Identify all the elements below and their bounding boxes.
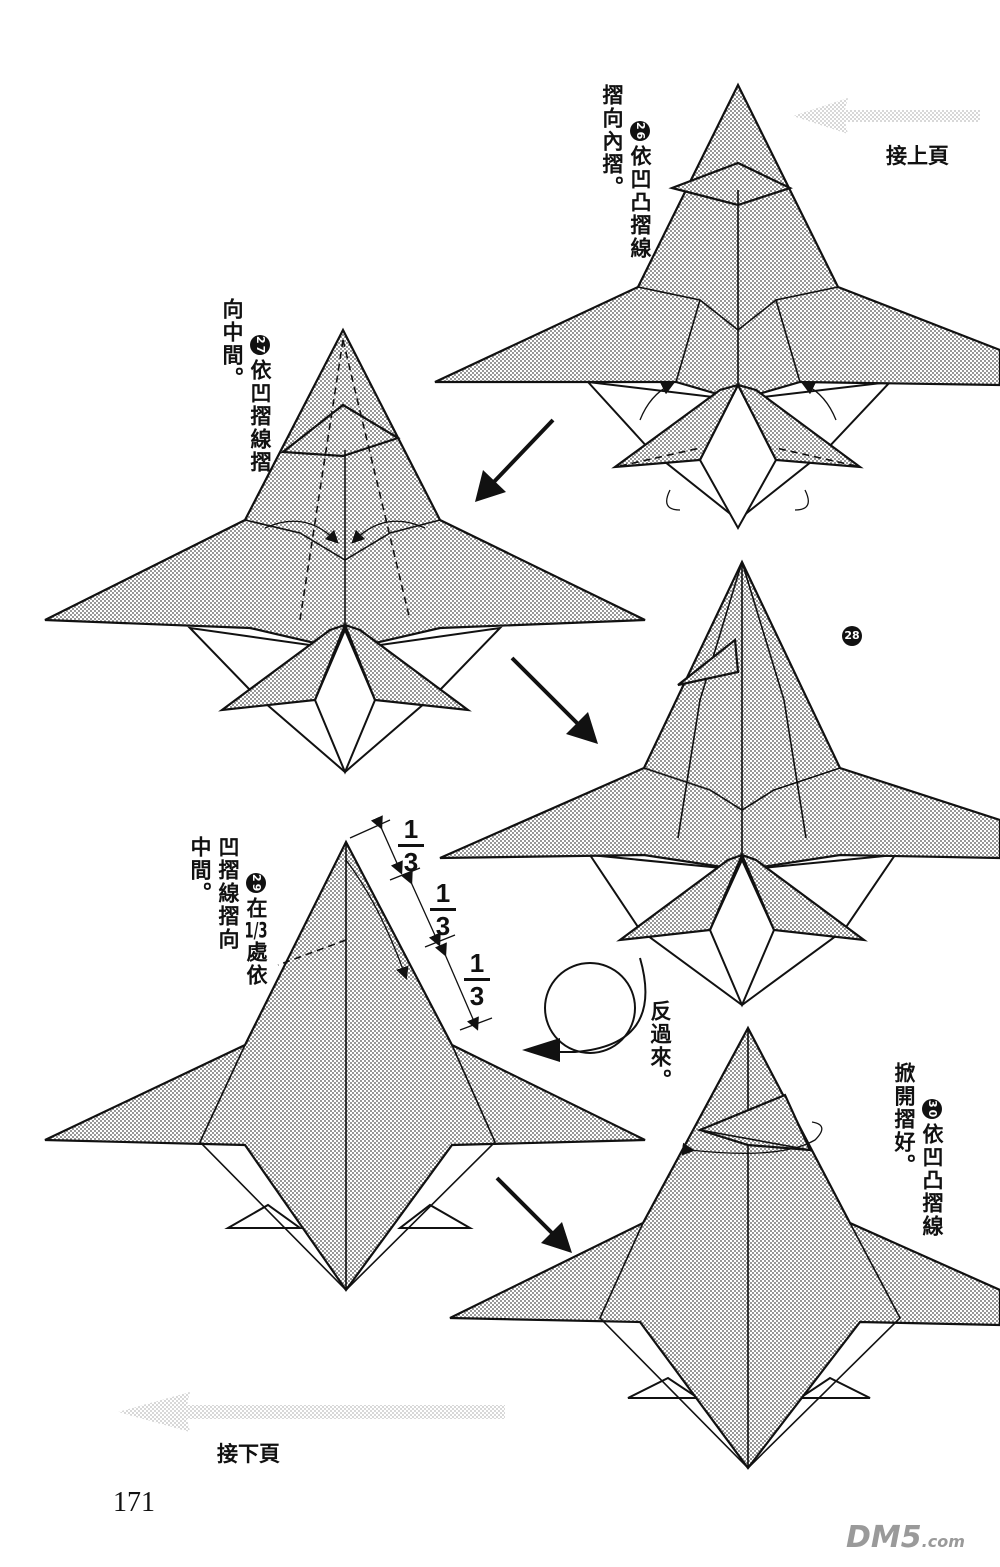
step-27-text: 依凹摺線摺 向中間。: [220, 298, 272, 475]
turn-over-icon: [522, 957, 647, 1062]
step-28-number: 28: [842, 626, 862, 646]
continue-next-label: 接下頁: [217, 1442, 280, 1466]
step-29-figure: [44, 815, 646, 1292]
step-29-fraction: 1/3: [244, 920, 268, 942]
continue-from-prev-arrow: [793, 98, 980, 134]
step-26-caption: 26依凹凸摺線 摺向內摺。: [570, 84, 682, 260]
step-28-caption: 28: [842, 624, 862, 650]
step-26-text: 依凹凸摺線 摺向內摺。: [600, 84, 652, 261]
step-30-figure: [449, 1025, 1000, 1470]
continue-next-arrow: [118, 1392, 505, 1432]
step-29-text-a: 在: [244, 897, 268, 921]
continue-from-prev-label: 接上頁: [886, 144, 949, 168]
step-28-figure: [439, 559, 1000, 1008]
step-26-figure: [434, 82, 1000, 531]
step-27-number: 27: [250, 335, 270, 356]
watermark-logo: DM5.com: [846, 1520, 965, 1555]
turn-over-label: 反過來。: [648, 1000, 672, 1092]
flow-arrow-29-to-30: [495, 1176, 572, 1253]
step-30-caption: 30依凹凸摺線 掀開摺好。: [862, 1062, 974, 1238]
flow-arrow-26-to-27: [475, 418, 555, 502]
step-27-caption: 27依凹摺線摺 向中間。: [190, 298, 302, 474]
step-29-number: 29: [246, 873, 266, 894]
step-29-caption: 29 在1/3處依 凹摺線摺向 中間。: [158, 836, 298, 1011]
flow-arrow-27-to-28: [510, 656, 598, 744]
step-30-text: 依凹凸摺線 掀開摺好。: [892, 1062, 944, 1239]
page-number: 171: [113, 1487, 155, 1518]
step-29-text-b: 處依 凹摺線摺向 中間。: [188, 836, 268, 988]
step-27-figure: [44, 327, 646, 775]
step-30-number: 30: [922, 1099, 942, 1120]
step-26-number: 26: [630, 121, 650, 142]
